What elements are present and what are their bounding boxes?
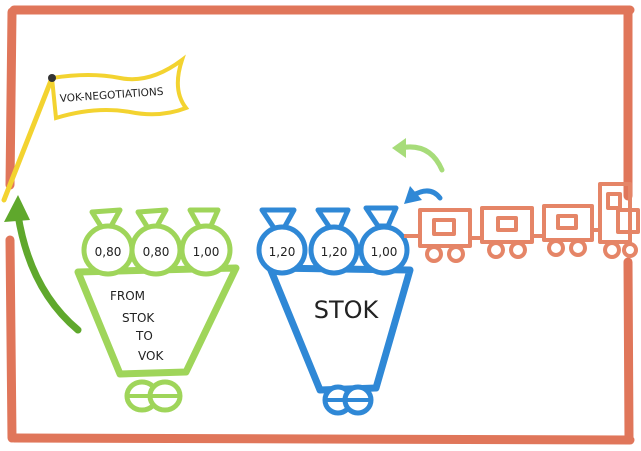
wagon-stok: STOK 1,20 1,20 1,00 — [256, 205, 414, 416]
money-bag: 1,20 — [256, 207, 308, 276]
blue-left-arrow-icon — [404, 186, 443, 204]
bag-value: 1,00 — [371, 245, 398, 259]
money-bag: 1,20 — [308, 207, 360, 276]
money-bag: 0,80 — [129, 207, 183, 277]
bag-value: 0,80 — [143, 245, 170, 259]
curved-left-arrow-icon — [392, 138, 445, 173]
bag-value: 0,80 — [95, 245, 122, 259]
wagon-title-line: STOK — [122, 311, 155, 325]
train-locomotive — [598, 182, 640, 259]
green-up-arrow-icon — [4, 195, 82, 334]
bag-value: 1,20 — [269, 245, 296, 259]
flag: VOK-NEGOTIATIONS — [1, 54, 190, 203]
train-car — [480, 206, 534, 259]
bag-value: 1,20 — [321, 245, 348, 259]
wagon-vok: FROM STOK TO VOK 0,80 0,80 1,00 — [74, 207, 240, 413]
train — [404, 182, 640, 263]
wagon-title-line: VOK — [138, 349, 164, 363]
money-bag: 0,80 — [81, 207, 135, 277]
wagon-title-line: FROM — [110, 289, 145, 303]
money-bag: 1,00 — [179, 207, 233, 277]
money-bag: 1,00 — [358, 205, 410, 276]
bag-value: 1,00 — [193, 245, 220, 259]
train-car — [542, 204, 594, 257]
train-car — [418, 208, 472, 263]
frame — [5, 5, 635, 445]
wagon-title-line: STOK — [314, 296, 380, 324]
wagon-title-line: TO — [135, 329, 153, 343]
